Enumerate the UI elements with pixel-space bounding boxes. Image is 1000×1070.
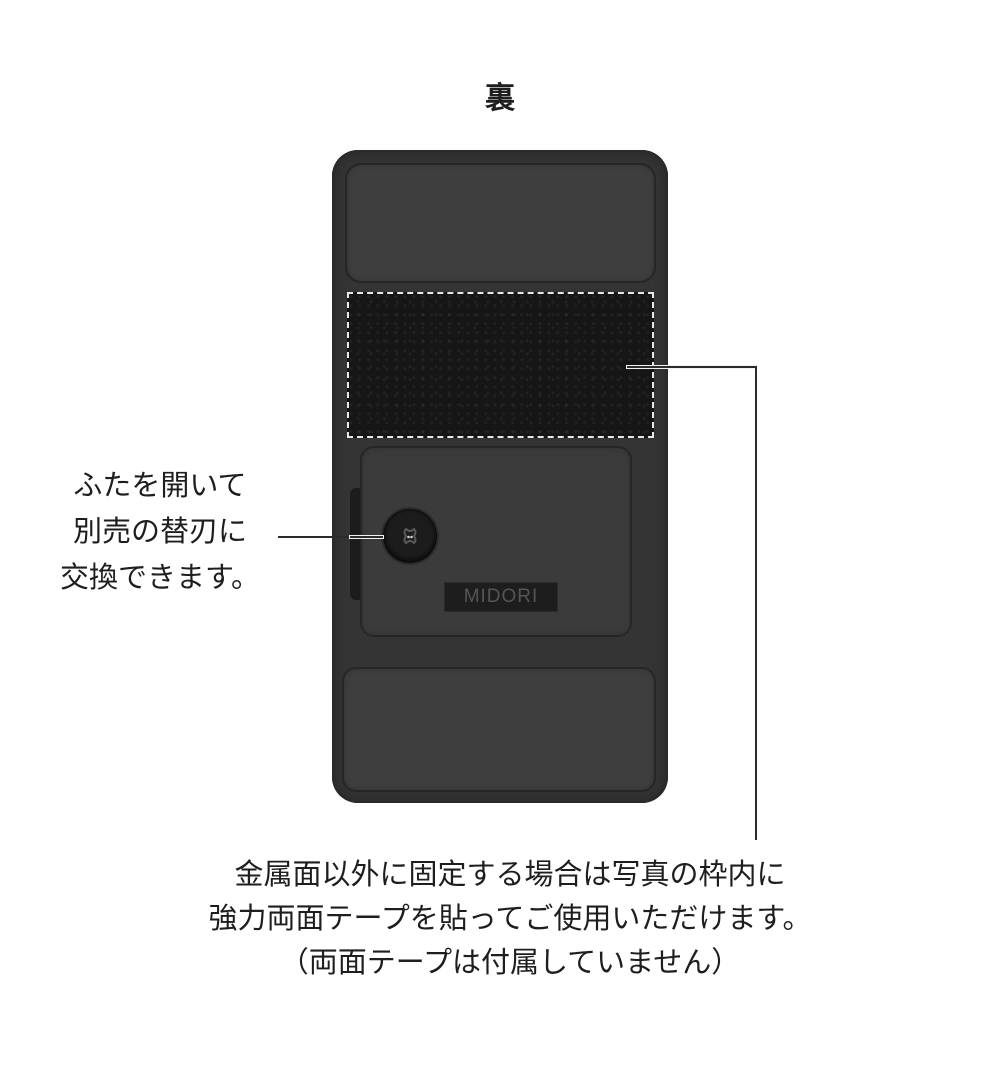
velcro-area-dashed-frame bbox=[347, 292, 654, 438]
velcro-callout-line: 強力両面テープを貼ってご使用いただけます。 bbox=[208, 901, 812, 935]
bottom-pad bbox=[342, 667, 656, 792]
velcro-callout-line-vertical bbox=[755, 366, 757, 840]
page-title: 裏 bbox=[485, 81, 515, 116]
velcro-callout-line: （両面テープは付属していません） bbox=[279, 945, 741, 979]
screw-icon bbox=[383, 509, 437, 563]
velcro-callout-text: 金属面以外に固定する場合は写真の枠内に 強力両面テープを貼ってご使用いただけます… bbox=[100, 852, 920, 984]
screw-callout-line: 別売の替刃に bbox=[72, 514, 247, 548]
screw-callout-line-outer bbox=[278, 536, 350, 538]
screw-callout-text: ふたを開いて 別売の替刃に 交換できます。 bbox=[30, 462, 290, 600]
velcro-callout-line-horizontal bbox=[627, 366, 757, 368]
cover-notch bbox=[350, 488, 363, 600]
brand-badge: MIDORI bbox=[444, 582, 558, 612]
screw-callout-line: 交換できます。 bbox=[59, 560, 261, 594]
screw-callout-line: ふたを開いて bbox=[73, 468, 247, 502]
top-pad bbox=[345, 163, 656, 283]
velcro-callout-line: 金属面以外に固定する場合は写真の枠内に bbox=[234, 857, 786, 891]
screw-callout-line-inner bbox=[350, 536, 383, 538]
screw-cross-icon bbox=[403, 527, 417, 545]
